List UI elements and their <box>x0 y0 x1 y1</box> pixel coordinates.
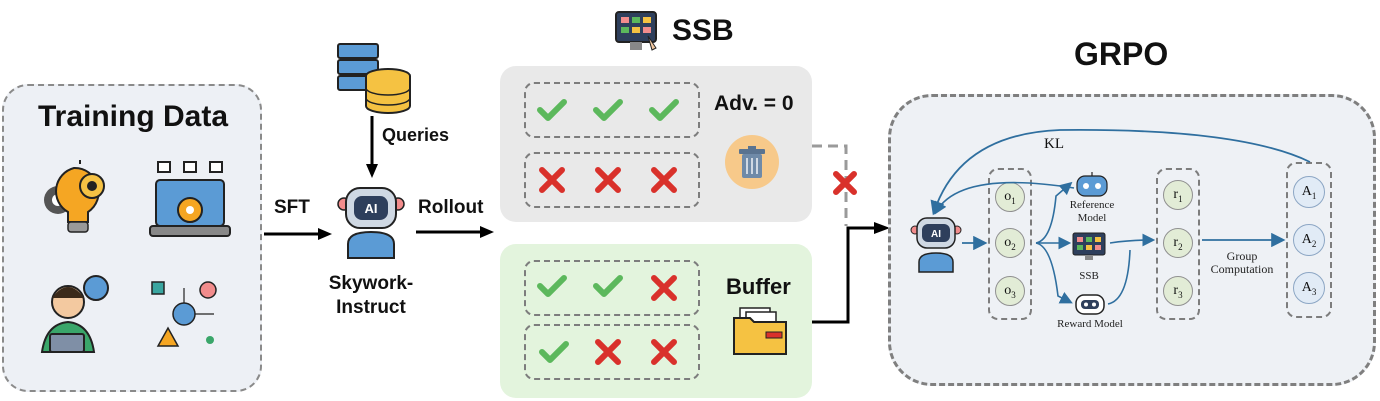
kl-label: KL <box>1044 136 1064 152</box>
ssb-row-all-wrong <box>524 152 700 208</box>
ssb-title: SSB <box>672 14 734 47</box>
queries-arrow <box>366 116 378 178</box>
training-data-title: Training Data <box>37 100 229 133</box>
policy-robot-icon: AI <box>910 217 962 273</box>
rollout-label: Rollout <box>418 197 484 218</box>
check-mark <box>593 275 623 297</box>
output-node: o2 <box>995 228 1025 258</box>
check-mark <box>539 341 569 363</box>
ssb-blocked-path <box>812 144 848 226</box>
check-mark <box>649 99 679 121</box>
rewards-group <box>1156 168 1200 320</box>
buffer-title: Buffer <box>726 274 791 299</box>
rollout-arrow <box>416 226 494 238</box>
queries-label: Queries <box>382 125 450 145</box>
cross-mark <box>651 339 677 365</box>
cross-mark <box>651 275 677 301</box>
advantage-node: A2 <box>1293 224 1325 256</box>
reference-model-label: Reference Model <box>1069 199 1115 224</box>
trash-bin-icon <box>725 135 779 189</box>
check-mark <box>593 99 623 121</box>
reward-model-to-rewards-arrow <box>1107 249 1131 305</box>
cross-mark <box>651 167 677 193</box>
blocked-cross-mark <box>833 171 857 195</box>
model-name: Skywork-Instruct <box>328 273 414 318</box>
folder-icon <box>733 307 787 355</box>
buffer-row-mixed-1 <box>524 260 700 316</box>
database-server-icon <box>337 43 411 114</box>
buffer-row-mixed-2 <box>524 324 700 380</box>
reward-node: r1 <box>1163 180 1193 210</box>
output-node: o3 <box>995 276 1025 306</box>
kl-arrow <box>930 128 1311 216</box>
ssb-small-label: SSB <box>1079 270 1099 282</box>
cross-mark <box>539 167 565 193</box>
svg-text:AI: AI <box>365 201 378 216</box>
ssb-to-rewards-arrow <box>1109 233 1156 247</box>
ai-network-icon <box>151 281 217 347</box>
ssb-monitor-icon <box>615 11 657 51</box>
check-mark <box>537 275 567 297</box>
group-computation-label: Group Computation <box>1210 249 1274 276</box>
reward-node: r2 <box>1163 228 1193 258</box>
advantages-group <box>1286 162 1332 318</box>
reference-robot-icon <box>1076 172 1108 197</box>
ssb-small-icon <box>1072 232 1106 260</box>
svg-text:AI: AI <box>931 229 941 240</box>
ai-robot-icon: AI <box>337 187 405 259</box>
reference-to-policy-arrow <box>934 181 1075 215</box>
sft-label: SFT <box>274 197 310 218</box>
laptop-gear-icon <box>149 161 231 237</box>
cross-mark <box>595 167 621 193</box>
outputs-group <box>988 168 1032 320</box>
output-node: o1 <box>995 182 1025 212</box>
person-globe-icon <box>40 275 109 353</box>
sft-arrow <box>264 228 332 240</box>
ssb-row-all-correct <box>524 82 700 138</box>
lightbulb-gears-icon <box>44 160 105 233</box>
advantage-node: A1 <box>1293 176 1325 208</box>
cross-mark <box>595 339 621 365</box>
reward-robot-icon <box>1075 294 1105 315</box>
grpo-title: GRPO <box>1074 36 1169 72</box>
reward-node: r3 <box>1163 276 1193 306</box>
buffer-to-grpo-arrow <box>812 226 876 324</box>
advantage-node: A3 <box>1293 272 1325 304</box>
reward-model-label: Reward Model <box>1057 318 1123 330</box>
outputs-to-reference-arrow <box>1035 181 1073 244</box>
outputs-to-reward-arrow <box>1035 242 1073 304</box>
check-mark <box>537 99 567 121</box>
adv-zero-label: Adv. = 0 <box>714 92 794 115</box>
